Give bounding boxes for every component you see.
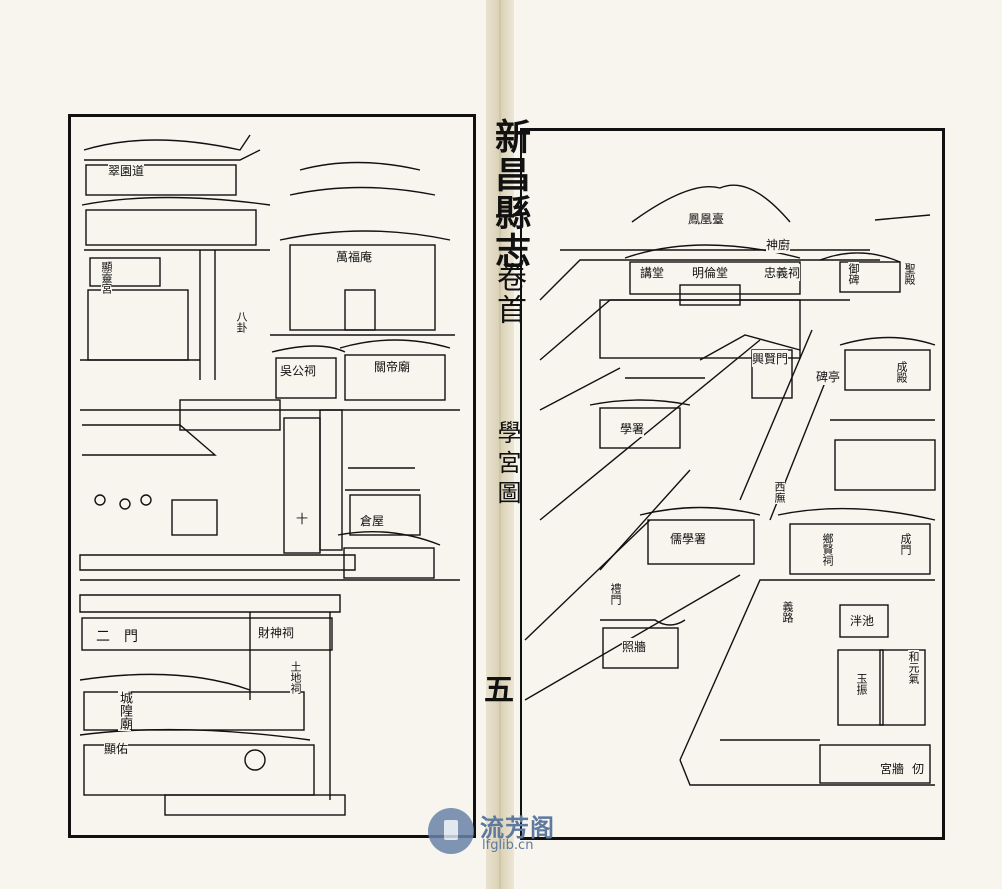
label-yu-zhen: 玉振 bbox=[855, 672, 868, 696]
label-xian-you: 顯佑 bbox=[104, 740, 129, 757]
label-bei-ting: 碑亭 bbox=[816, 368, 841, 385]
right-page bbox=[508, 0, 1002, 889]
label-tudi: 土地祠 bbox=[289, 660, 302, 695]
label-bayi: 八卦 bbox=[235, 310, 248, 334]
label-hall-top: 翠園道 bbox=[108, 162, 145, 179]
label-guandi-miao: 關帝廟 bbox=[374, 358, 411, 375]
right-page-frame bbox=[520, 128, 945, 840]
book-icon bbox=[428, 808, 474, 854]
label-yang: 仞 bbox=[912, 760, 925, 777]
label-li-men: 禮門 bbox=[609, 582, 622, 606]
label-ming-lun-tang: 明倫堂 bbox=[692, 264, 729, 281]
label-yi-lu: 義路 bbox=[781, 600, 794, 624]
watermark-cn: 流芳阁 bbox=[480, 813, 555, 842]
label-jiang-tang: 講堂 bbox=[640, 264, 665, 281]
label-xiang-xian-ci: 鄉賢祠 bbox=[821, 532, 834, 567]
label-yaowang: 顯靈宮 bbox=[100, 260, 113, 295]
book-title: 新昌縣志 bbox=[489, 118, 531, 270]
label-cheng-men: 成門 bbox=[899, 532, 912, 556]
label-cheng-huang-miao: 城隍廟 bbox=[117, 690, 132, 731]
left-page-frame bbox=[68, 114, 476, 838]
label-cheng-dian: 成殿 bbox=[895, 360, 908, 384]
label-gong-qiang: 宮牆 bbox=[880, 760, 905, 777]
label-duo: 十 bbox=[296, 510, 309, 527]
label-sheng-dian: 聖殿 bbox=[903, 262, 916, 286]
label-wu-gong-ci: 吳公祠 bbox=[280, 362, 317, 379]
label-ru-xue-shu: 儒學署 bbox=[670, 530, 707, 547]
volume-label: 卷首 bbox=[491, 262, 526, 326]
label-xi-wu: 西廡 bbox=[773, 480, 786, 504]
label-he-yuan-qi: 和元氣 bbox=[907, 650, 920, 685]
watermark-url: lfglib.cn bbox=[482, 838, 534, 853]
label-fenghuang-tai: 鳳凰臺 bbox=[688, 210, 725, 227]
lfglib-watermark: 流芳阁 lfglib.cn bbox=[428, 808, 578, 858]
label-zhong-yi-ci: 忠義祠 bbox=[764, 264, 801, 281]
label-zhao-qiang: 照牆 bbox=[622, 638, 647, 655]
left-page bbox=[0, 0, 492, 889]
page-number: 五 bbox=[484, 673, 514, 708]
label-shen-ci: 神廚 bbox=[766, 236, 791, 253]
label-xue-shu: 學署 bbox=[620, 420, 645, 437]
label-pan-chi: 泮池 bbox=[850, 612, 875, 629]
label-wanfu-an: 萬福庵 bbox=[336, 248, 373, 265]
label-cang-wu: 倉屋 bbox=[360, 512, 385, 529]
label-xing-xian-men: 興賢門 bbox=[752, 350, 789, 367]
section-title: 學宮圖 bbox=[493, 420, 521, 510]
book-gutter bbox=[486, 0, 514, 889]
label-er-men: 二門 bbox=[96, 626, 152, 646]
label-yu-bei: 御碑 bbox=[847, 262, 860, 286]
label-caishen-ci: 財神祠 bbox=[258, 624, 295, 641]
